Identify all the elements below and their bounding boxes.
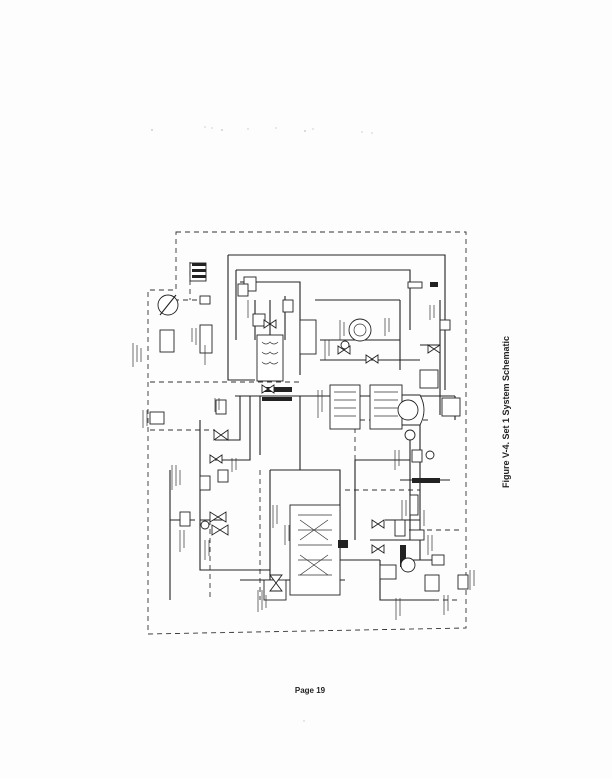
- components: [149, 262, 469, 601]
- illegible-annotations: [132, 300, 475, 620]
- valves: [209, 319, 441, 592]
- page-number: Page 19: [294, 686, 326, 695]
- figure-caption-text: Figure V-4. Set 1 System Schematic: [501, 335, 511, 488]
- gauges-and-pumps: [157, 294, 435, 573]
- enclosure-boundary: [147, 231, 467, 635]
- manifolds: [192, 263, 440, 567]
